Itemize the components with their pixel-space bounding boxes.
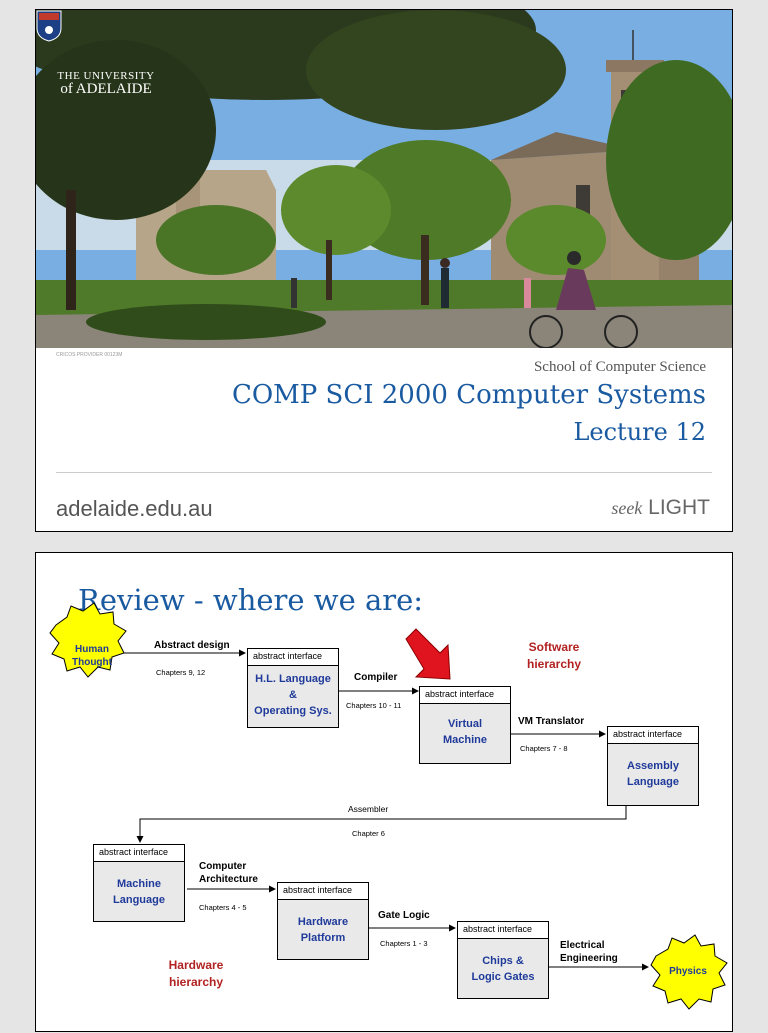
box-body: H.L. Language & Operating Sys. — [248, 666, 338, 719]
software-hierarchy-label: Software hierarchy — [526, 640, 582, 671]
machine-language-box: abstract interface Machine Language — [93, 844, 185, 922]
vm-translator-label: VM Translator — [518, 716, 585, 727]
tagline-seek: seek — [611, 498, 643, 518]
box-body: Hardware Platform — [278, 900, 368, 946]
box-header: abstract interface — [420, 687, 510, 704]
box-line: Machine — [116, 878, 161, 890]
assembler-label: Assembler — [348, 804, 389, 814]
chips-logic-gates-box: abstract interface Chips & Logic Gates — [457, 921, 549, 999]
seek-light-tagline: seek LIGHT — [611, 496, 710, 520]
cricos-text: CRICOS PROVIDER 00123M — [56, 352, 123, 358]
box-line: Logic Gates — [471, 971, 535, 983]
box-body: Assembly Language — [608, 744, 698, 790]
box-header: abstract interface — [278, 883, 368, 900]
box-line: Hardware — [297, 916, 349, 928]
hardware-hierarchy-label: Hardware hierarchy — [168, 958, 224, 989]
flow-arrows — [49, 602, 728, 1010]
computer-architecture-label: Computer Architecture — [199, 861, 258, 885]
box-line: Virtual — [447, 718, 483, 730]
box-line: & — [289, 689, 297, 701]
title-slide: THE UNIVERSITY of ADELAIDE CRICOS PROVID… — [35, 9, 733, 532]
assembler-chapters: Chapter 6 — [352, 829, 385, 838]
box-line: Assembly — [627, 760, 679, 772]
campus-illustration — [36, 10, 732, 348]
university-crest-icon — [36, 10, 62, 42]
compiler-label: Compiler — [354, 672, 398, 683]
box-header: abstract interface — [608, 727, 698, 744]
physics-burst — [650, 934, 728, 1010]
box-line: Machine — [442, 734, 487, 746]
assembly-language-box: abstract interface Assembly Language — [607, 726, 699, 806]
website-url: adelaide.edu.au — [56, 496, 213, 521]
abstract-design-label: Abstract design — [154, 640, 230, 651]
logo-line-1: THE UNIVERSITY — [57, 70, 155, 82]
electrical-engineering-label: Electrical Engineering — [560, 940, 618, 964]
box-line: Chips & — [482, 955, 524, 967]
box-body: Virtual Machine — [420, 704, 510, 748]
slide-title: Review - where we are: — [78, 583, 424, 617]
lecture-number: Lecture 12 — [573, 418, 706, 446]
school-name: School of Computer Science — [533, 359, 706, 375]
box-body: Machine Language — [94, 862, 184, 908]
box-header: abstract interface — [94, 845, 184, 862]
course-title: COMP SCI 2000 Computer Systems — [231, 380, 706, 410]
compiler-chapters: Chapters 10 - 11 — [346, 701, 402, 710]
human-thought-burst — [49, 602, 127, 678]
virtual-machine-box: abstract interface Virtual Machine — [419, 686, 511, 764]
arrow-assembler — [136, 805, 627, 843]
human-thought-label: Human Thought — [72, 644, 112, 668]
physics-label: Physics — [669, 966, 707, 977]
abstract-design-chapters: Chapters 9, 12 — [156, 668, 206, 677]
campus-photo: THE UNIVERSITY of ADELAIDE — [36, 10, 732, 348]
logo-line-2: of ADELAIDE — [60, 81, 152, 97]
box-line: H.L. Language — [255, 673, 331, 685]
gate-logic-label: Gate Logic — [378, 910, 430, 921]
hl-language-box: abstract interface H.L. Language & Opera… — [247, 648, 339, 728]
box-line: Language — [627, 776, 679, 788]
box-line: Operating Sys. — [254, 705, 332, 717]
box-header: abstract interface — [458, 922, 548, 939]
gate-logic-chapters: Chapters 1 - 3 — [380, 939, 428, 948]
review-slide: Review - where we are: Human Thought Phy… — [35, 552, 733, 1032]
box-header: abstract interface — [248, 649, 338, 666]
you-are-here-arrow — [405, 628, 451, 680]
box-line: Language — [113, 894, 165, 906]
box-line: Platform — [300, 932, 346, 944]
hardware-platform-box: abstract interface Hardware Platform — [277, 882, 369, 960]
tagline-light: LIGHT — [648, 496, 710, 519]
computer-architecture-chapters: Chapters 4 - 5 — [199, 903, 247, 912]
vm-translator-chapters: Chapters 7 - 8 — [520, 744, 568, 753]
footer-divider — [56, 472, 712, 473]
box-body: Chips & Logic Gates — [458, 939, 548, 985]
